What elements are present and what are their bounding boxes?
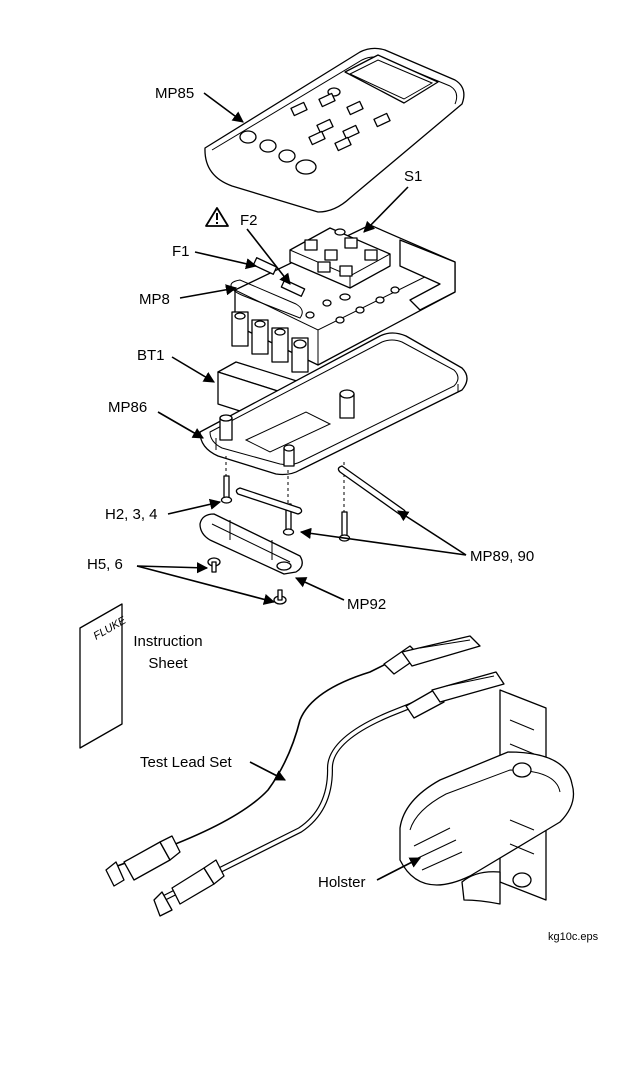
label-mp86: MP86 — [108, 399, 147, 416]
label-holster: Holster — [318, 874, 366, 891]
label-test-lead-set: Test Lead Set — [140, 754, 233, 771]
label-s1: S1 — [404, 168, 422, 185]
mp85-front-case — [204, 47, 465, 213]
leader-lines — [136, 92, 467, 881]
screws-h5-h6 — [207, 557, 287, 605]
label-mp92: MP92 — [347, 596, 386, 613]
label-mp85: MP85 — [155, 85, 194, 102]
instruction-sheet: FLUKE — [79, 603, 129, 749]
mp92-tilt-stand — [199, 513, 303, 575]
label-f1: F1 — [172, 243, 190, 260]
feet-mp89-mp90 — [235, 465, 407, 517]
label-mp8: MP8 — [139, 291, 170, 308]
mp86-rear-case — [199, 332, 468, 476]
label-mp89-90: MP89, 90 — [470, 548, 534, 565]
label-h5-6: H5, 6 — [87, 556, 123, 573]
label-bt1: BT1 — [137, 347, 165, 364]
label-h2-3-4: H2, 3, 4 — [105, 506, 158, 523]
label-instruction-line1: Instruction — [133, 633, 202, 650]
file-name: kg10c.eps — [548, 931, 599, 943]
holster — [399, 689, 575, 905]
test-lead-set — [105, 635, 505, 917]
label-f2: F2 — [240, 212, 258, 229]
warning-triangle-icon — [205, 207, 229, 227]
label-instruction-line2: Sheet — [148, 655, 188, 672]
